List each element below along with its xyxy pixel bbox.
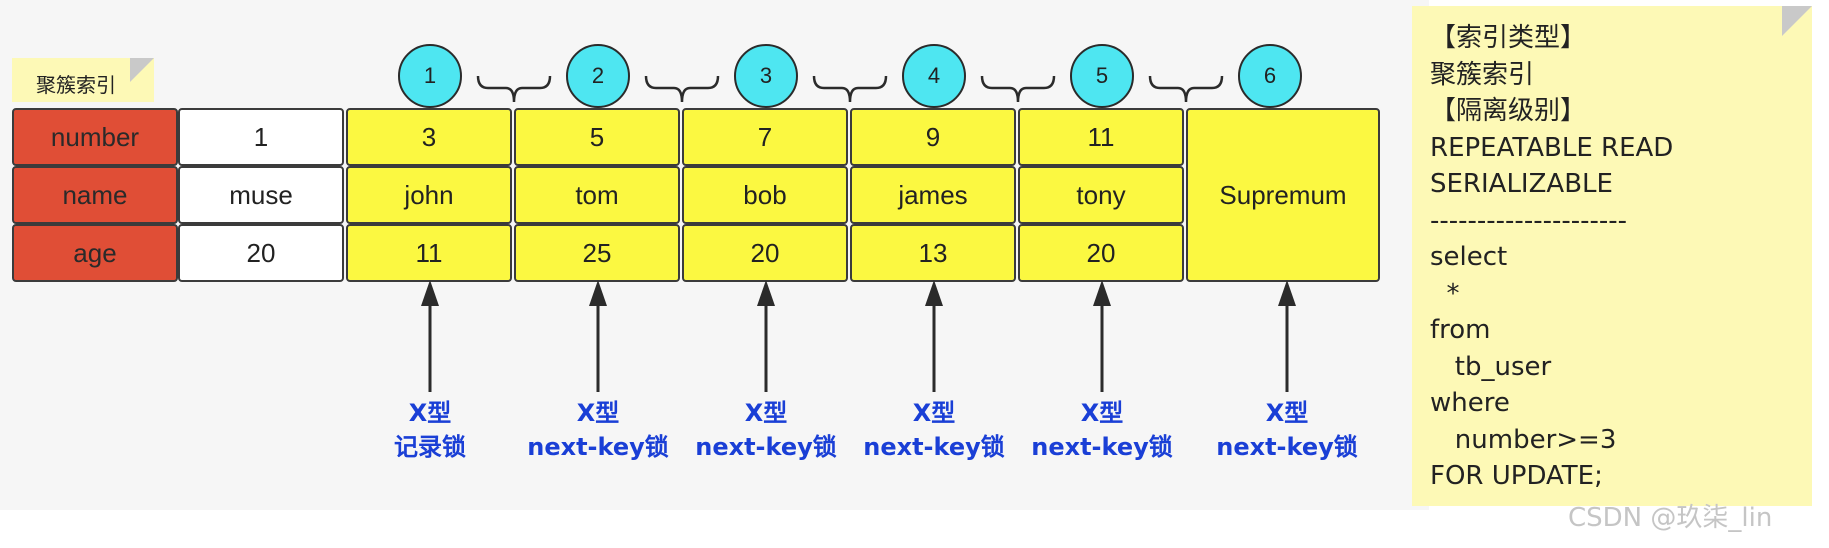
lock-label: X型 next-key锁 [1202, 396, 1372, 464]
row-header-age: age [12, 224, 178, 282]
record-number-cell: 3 [346, 108, 512, 166]
lock-label: X型记录锁 [345, 396, 515, 464]
note-line: REPEATABLE READ [1430, 132, 1674, 163]
record-age-cell: 20 [178, 224, 344, 282]
row-header-name: name [12, 166, 178, 224]
gap-marker-circle: 2 [566, 44, 630, 108]
record-age-cell: 13 [850, 224, 1016, 282]
note-line: --------------------- [1430, 205, 1628, 236]
lock-arrow-head [925, 280, 943, 306]
note-text: 【索引类型】聚簇索引【隔离级别】 REPEATABLE READ SERIALIZA… [1430, 20, 1673, 495]
record-number-cell: 7 [682, 108, 848, 166]
sql-note: 【索引类型】聚簇索引【隔离级别】 REPEATABLE READ SERIALIZA… [1412, 6, 1812, 506]
note-line: from [1430, 315, 1491, 345]
record-number-cell: 9 [850, 108, 1016, 166]
watermark: CSDN @玖柒_lin [1568, 503, 1773, 533]
supremum-record: Supremum [1186, 108, 1380, 282]
lock-kind: next-key锁 [863, 433, 1005, 461]
record-age-cell: 25 [514, 224, 680, 282]
tag-label: 聚簇索引 [36, 73, 116, 97]
lock-type: X型 [744, 399, 788, 427]
note-line: 【索引类型】 [1430, 23, 1587, 53]
lock-arrow-head [1278, 280, 1296, 306]
record-age-cell: 11 [346, 224, 512, 282]
record-number-cell: 1 [178, 108, 344, 166]
note-line: SERIALIZABLE [1430, 169, 1613, 199]
record-name-cell: tom [514, 166, 680, 224]
gap-marker-circle: 3 [734, 44, 798, 108]
lock-label: X型 next-key锁 [513, 396, 683, 464]
tag-fold-corner [130, 58, 154, 82]
record-number-cell: 11 [1018, 108, 1184, 166]
gap-marker-circle: 6 [1238, 44, 1302, 108]
lock-arrow-head [589, 280, 607, 306]
note-line: number>=3 [1430, 424, 1617, 455]
lock-type: X型 [912, 399, 956, 427]
lock-type: X型 [408, 399, 452, 427]
lock-arrow-head [757, 280, 775, 306]
record-age-cell: 20 [682, 224, 848, 282]
gap-brace [980, 75, 1056, 103]
lock-arrow-head [421, 280, 439, 306]
record-name-cell: muse [178, 166, 344, 224]
gap-brace [644, 75, 720, 103]
lock-kind: next-key锁 [1216, 433, 1358, 461]
lock-kind: next-key锁 [695, 433, 837, 461]
gap-marker-circle: 5 [1070, 44, 1134, 108]
note-line: FOR UPDATE; [1430, 461, 1603, 491]
record-name-cell: james [850, 166, 1016, 224]
record-number-cell: 5 [514, 108, 680, 166]
note-line: where [1430, 388, 1510, 418]
lock-kind: next-key锁 [527, 433, 669, 461]
lock-label: X型 next-key锁 [1017, 396, 1187, 464]
lock-label: X型 next-key锁 [681, 396, 851, 464]
gap-marker-circle: 1 [398, 44, 462, 108]
note-line: * [1430, 278, 1460, 309]
lock-kind: next-key锁 [1031, 433, 1173, 461]
lock-type: X型 [1265, 399, 1309, 427]
note-fold-corner [1782, 6, 1812, 36]
index-type-tag: 聚簇索引 [12, 58, 154, 102]
gap-brace [1148, 75, 1224, 103]
record-age-cell: 20 [1018, 224, 1184, 282]
note-line: tb_user [1430, 351, 1552, 382]
note-line: select [1430, 242, 1508, 272]
lock-label: X型 next-key锁 [849, 396, 1019, 464]
gap-marker-circle: 4 [902, 44, 966, 108]
gap-brace [812, 75, 888, 103]
lock-kind: 记录锁 [394, 433, 466, 461]
note-line: 【隔离级别】 [1430, 96, 1587, 126]
record-name-cell: john [346, 166, 512, 224]
lock-type: X型 [576, 399, 620, 427]
record-name-cell: tony [1018, 166, 1184, 224]
note-line: 聚簇索引 [1430, 59, 1535, 90]
lock-arrow-head [1093, 280, 1111, 306]
lock-type: X型 [1080, 399, 1124, 427]
row-header-number: number [12, 108, 178, 166]
diagram-overlay [421, 75, 1296, 392]
record-name-cell: bob [682, 166, 848, 224]
gap-brace [476, 75, 552, 103]
